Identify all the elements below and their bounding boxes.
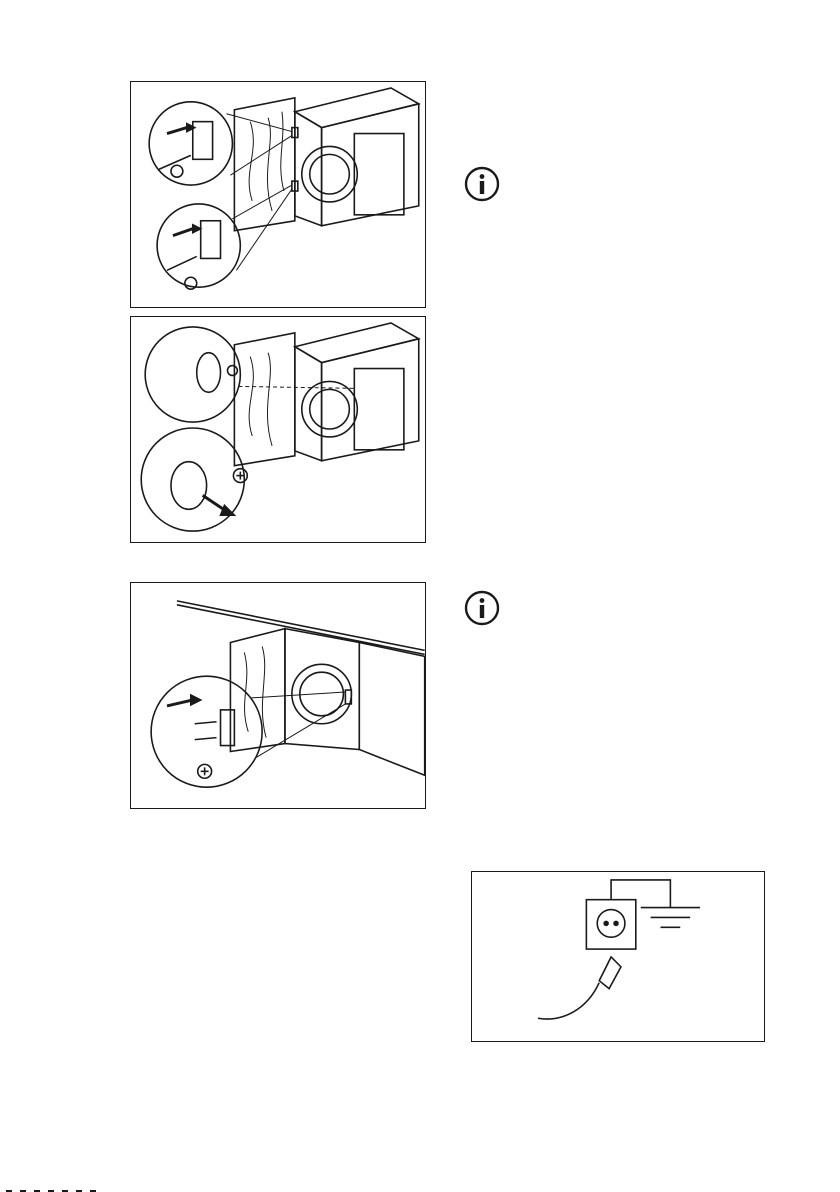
info-icon [464, 166, 500, 202]
figure-magnet-catch [130, 582, 426, 809]
info-icon [464, 590, 500, 626]
figure-earthed-socket [471, 871, 765, 1042]
figure-door-stopper [130, 316, 426, 543]
footer-fragment [0, 1181, 120, 1192]
figure-hinge-fixing [130, 81, 426, 308]
